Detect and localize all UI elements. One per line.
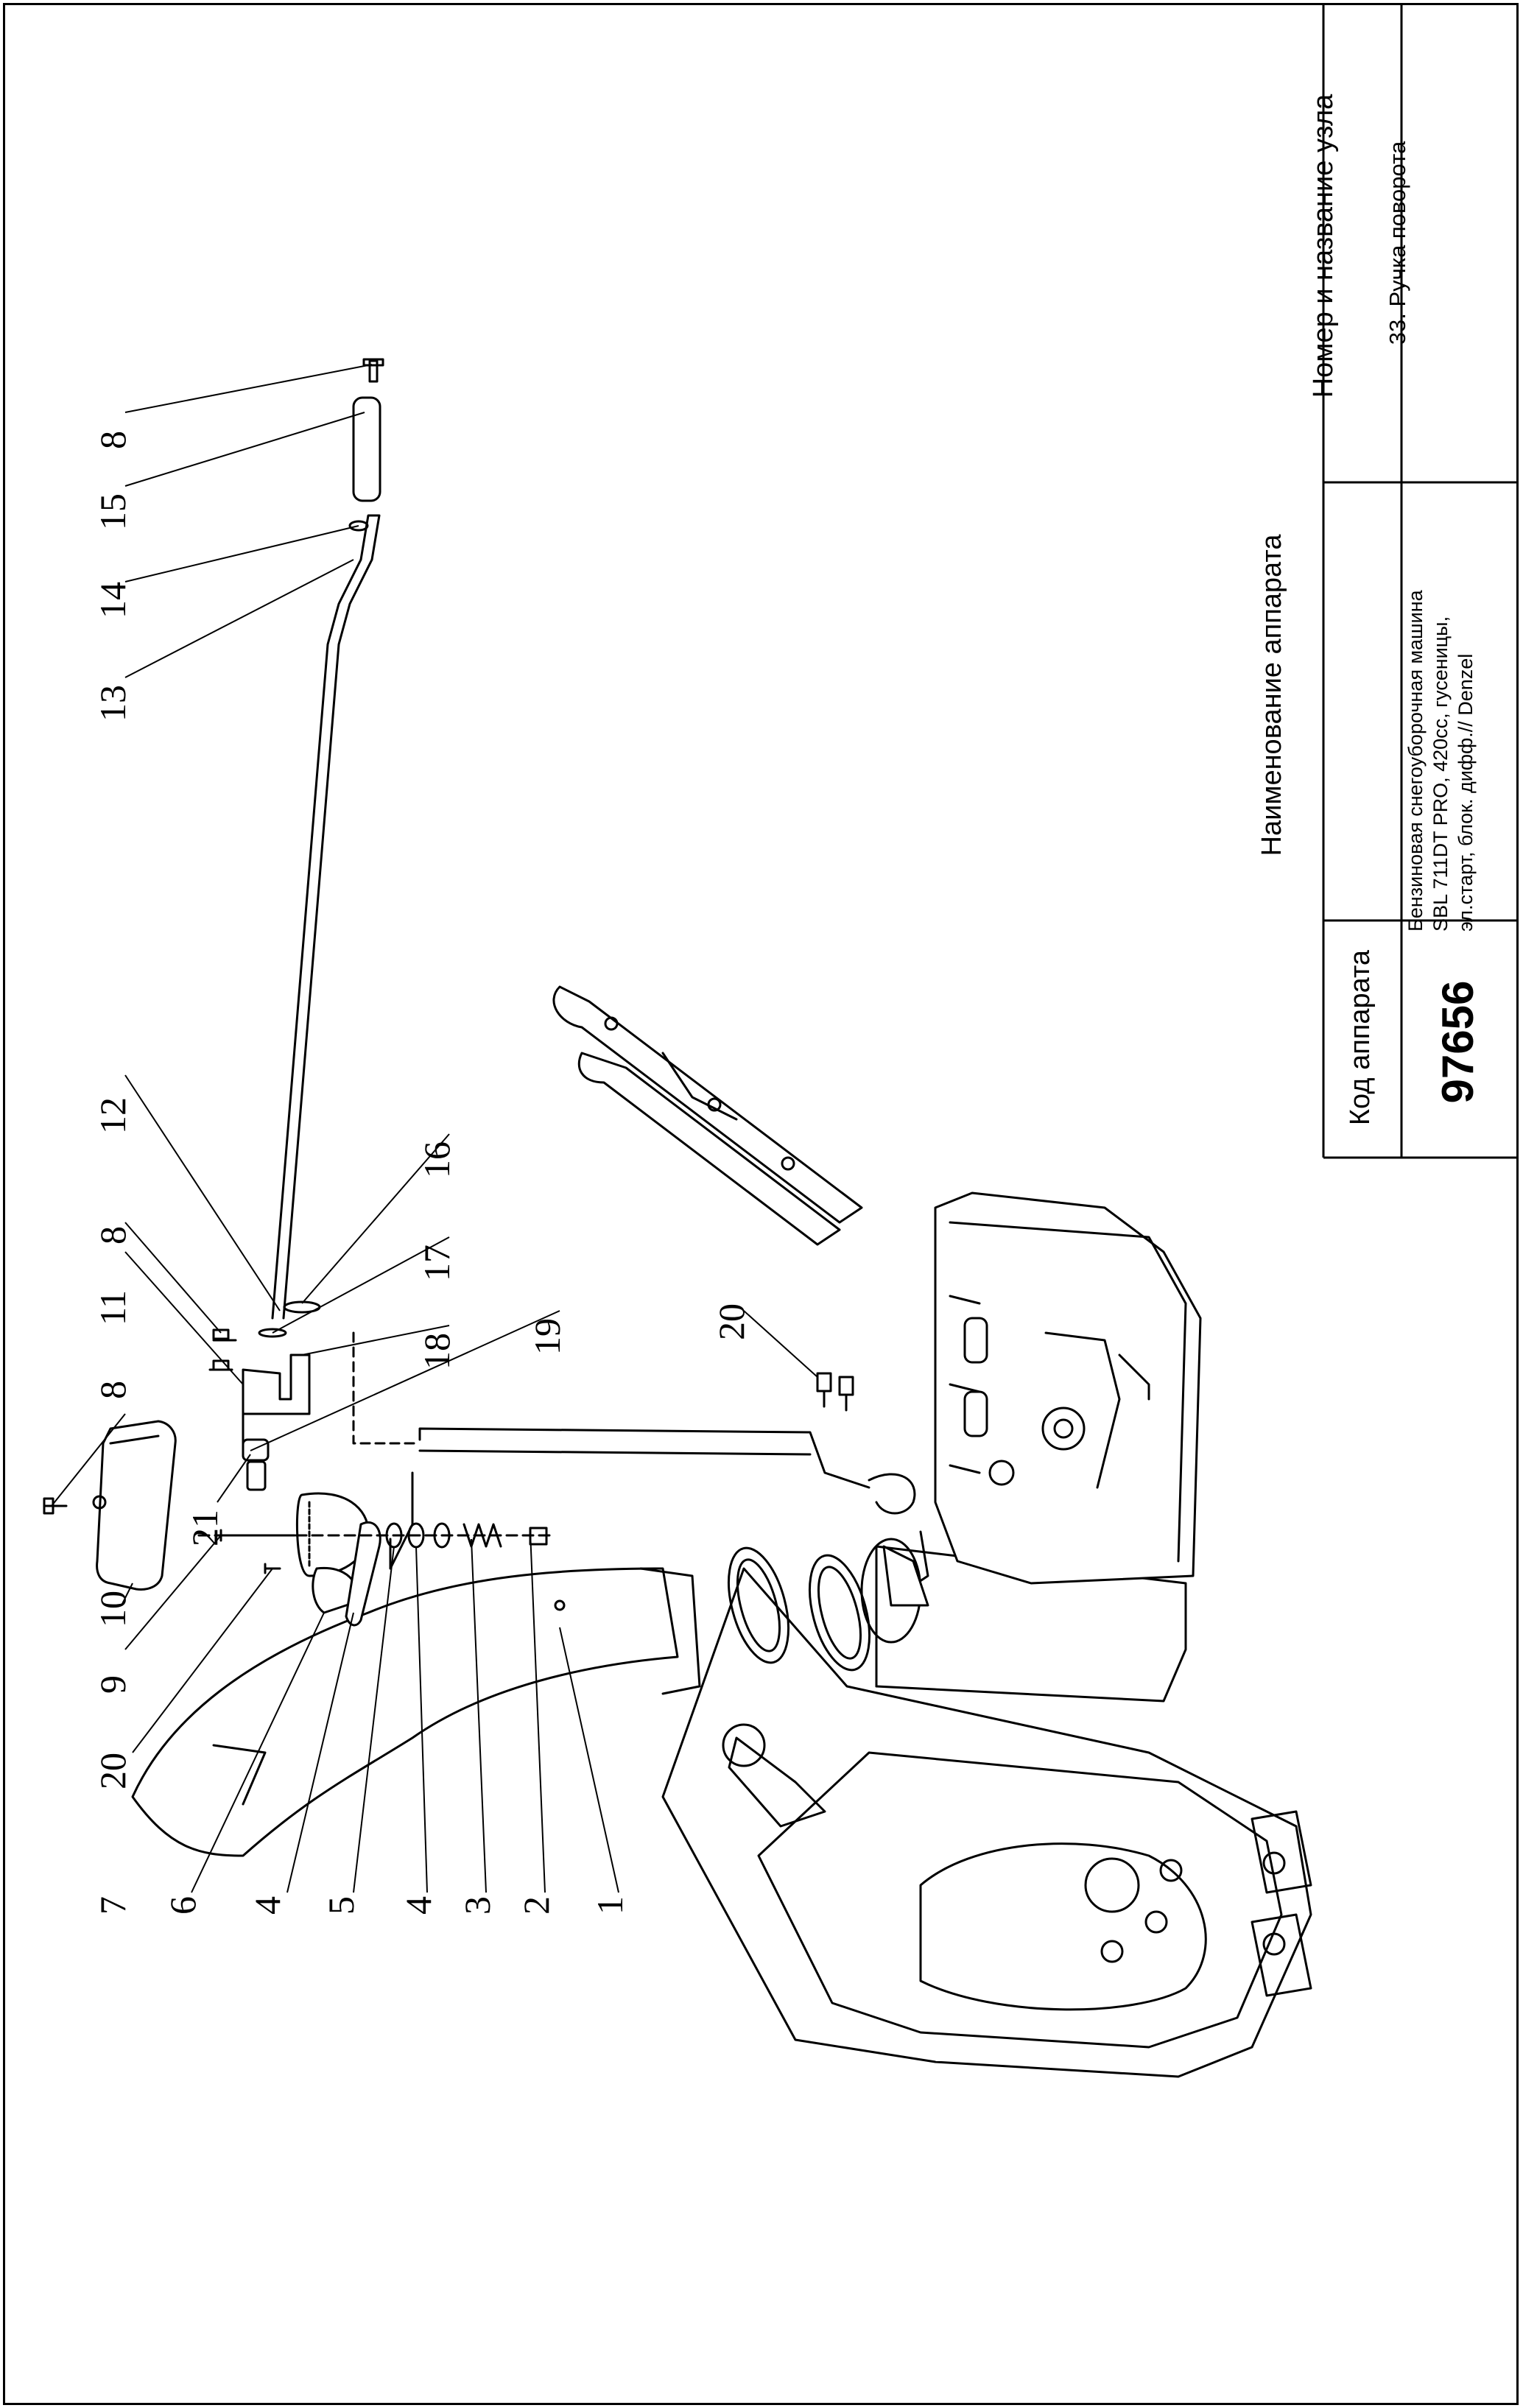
leader-lines xyxy=(51,364,818,1893)
callout-20a: 20 xyxy=(92,1753,133,1789)
device-header: Наименование аппарата xyxy=(1256,534,1287,856)
callout-6: 6 xyxy=(162,1896,203,1915)
handle-sleeve xyxy=(352,396,381,502)
callout-12: 12 xyxy=(92,1097,133,1134)
device-description: Бензиновая снегоуборочная машина SBL 711… xyxy=(1403,490,1484,932)
device-line-3: эл.старт, блок. дифф.// Denzel xyxy=(1455,653,1477,932)
callout-16: 16 xyxy=(416,1141,457,1178)
callout-15: 15 xyxy=(92,493,133,530)
code-header: Код аппарата xyxy=(1345,949,1376,1126)
callout-5: 5 xyxy=(320,1896,362,1915)
discharge-chute xyxy=(131,1567,701,1857)
callout-19: 19 xyxy=(527,1318,568,1355)
callout-18: 18 xyxy=(416,1333,457,1370)
callout-17: 17 xyxy=(416,1245,457,1281)
callout-9: 9 xyxy=(92,1675,133,1694)
plate-6 xyxy=(345,1521,381,1627)
callout-8c: 8 xyxy=(92,431,133,449)
bolt-grip xyxy=(43,1497,68,1515)
unit-value: 33. Ручка поворота xyxy=(1385,141,1410,345)
callout-3: 3 xyxy=(457,1896,498,1915)
knob-21 xyxy=(242,1438,270,1491)
device-line-2: SBL 711DT PRO, 420cc, гусеницы, xyxy=(1429,616,1452,932)
callout-7: 7 xyxy=(92,1896,133,1915)
callout-2: 2 xyxy=(516,1896,557,1915)
unit-header: Номер и название узла xyxy=(1308,94,1339,398)
body-bolts-20 xyxy=(816,1372,854,1412)
callout-21: 21 xyxy=(184,1510,225,1546)
washer-14 xyxy=(348,520,369,532)
auger-housing xyxy=(661,1567,1312,2078)
chute-mount-bracket xyxy=(882,1545,929,1607)
callout-4a: 4 xyxy=(398,1896,439,1915)
control-panel-block xyxy=(934,1191,1202,1585)
washer-17 xyxy=(258,1328,287,1338)
sheet-frame xyxy=(3,3,1519,2405)
callout-8b: 8 xyxy=(92,1226,133,1245)
callout-13: 13 xyxy=(92,685,133,722)
long-rod xyxy=(271,514,381,1320)
callout-1: 1 xyxy=(589,1896,630,1915)
callout-8a: 8 xyxy=(92,1381,133,1399)
callout-10: 10 xyxy=(92,1591,133,1627)
bolt-top xyxy=(362,358,384,383)
device-line-1: Бензиновая снегоуборочная машина xyxy=(1404,590,1427,932)
callout-labels: 1 2 3 4 5 4 6 7 20 9 10 21 8 11 8 12 13 … xyxy=(92,431,752,1915)
callout-20b: 20 xyxy=(711,1303,752,1340)
callout-14: 14 xyxy=(92,582,133,619)
code-value: 97656 xyxy=(1433,980,1482,1104)
bracket-11 xyxy=(208,1328,311,1445)
callout-11: 11 xyxy=(92,1290,133,1326)
handlebar xyxy=(552,985,863,1246)
hand-grip-10 xyxy=(92,1420,177,1591)
callout-4b: 4 xyxy=(247,1896,288,1915)
